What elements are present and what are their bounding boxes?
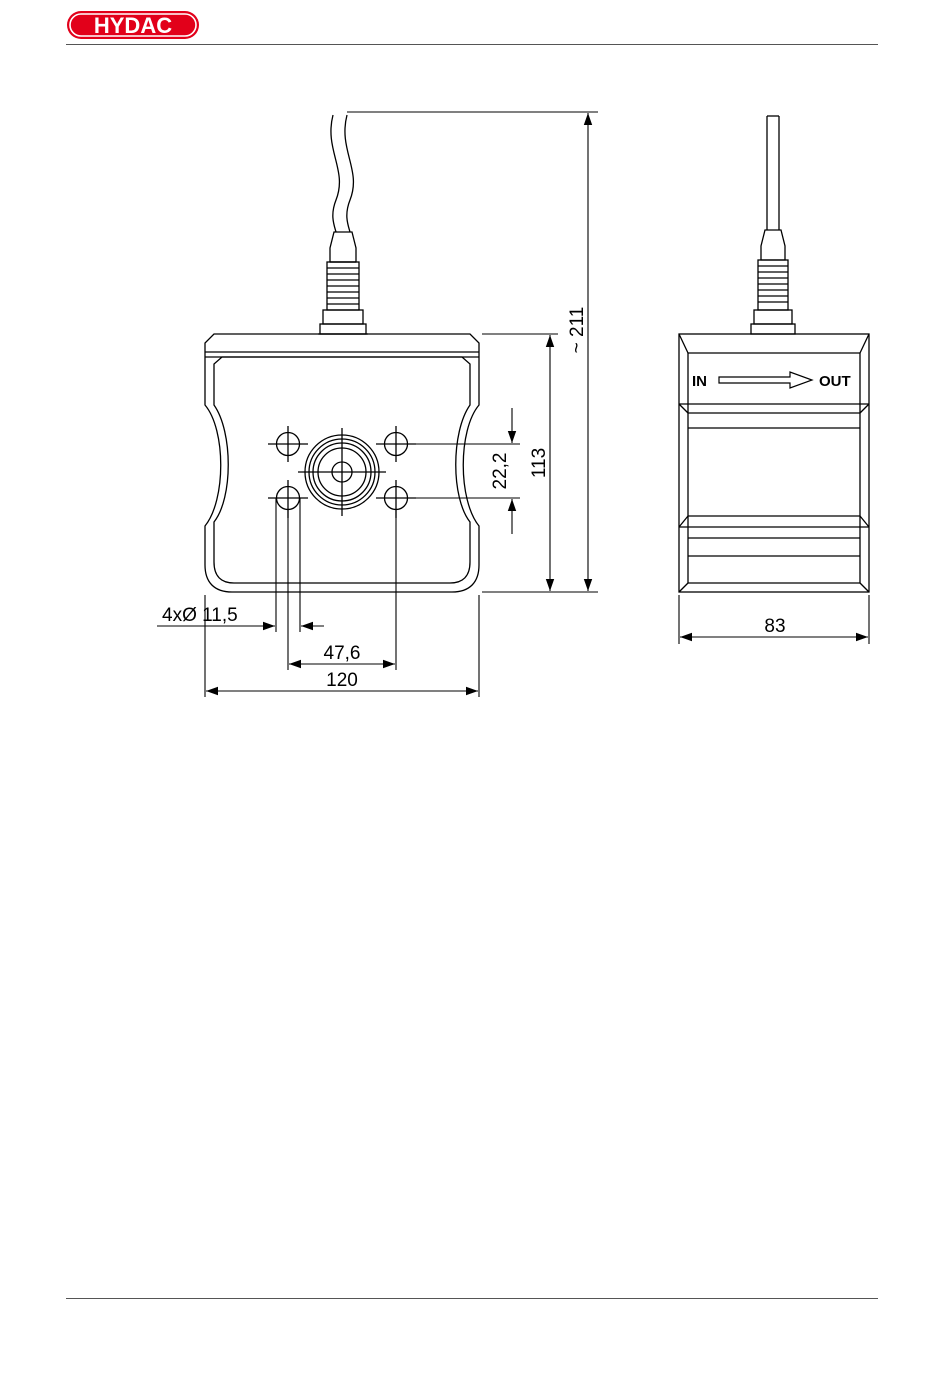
front-cable bbox=[331, 115, 340, 232]
outlet-label: OUT bbox=[819, 373, 851, 390]
dim-hole-diameter: 4xØ 11,5 bbox=[162, 605, 238, 626]
dim-hole-spacing-vertical: 22,2 bbox=[490, 453, 511, 490]
dim-hole-spacing-horizontal: 47,6 bbox=[324, 643, 361, 664]
flow-arrow-icon bbox=[719, 372, 812, 388]
front-connector bbox=[330, 232, 356, 262]
inlet-label: IN bbox=[692, 373, 707, 390]
side-view bbox=[679, 116, 869, 592]
dim-overall-height: ~ 211 bbox=[567, 307, 588, 354]
side-connector bbox=[761, 230, 785, 260]
dim-body-height: 113 bbox=[529, 448, 550, 478]
dim-body-width: 120 bbox=[326, 670, 358, 691]
front-view bbox=[205, 115, 479, 592]
dim-side-width: 83 bbox=[764, 616, 785, 637]
